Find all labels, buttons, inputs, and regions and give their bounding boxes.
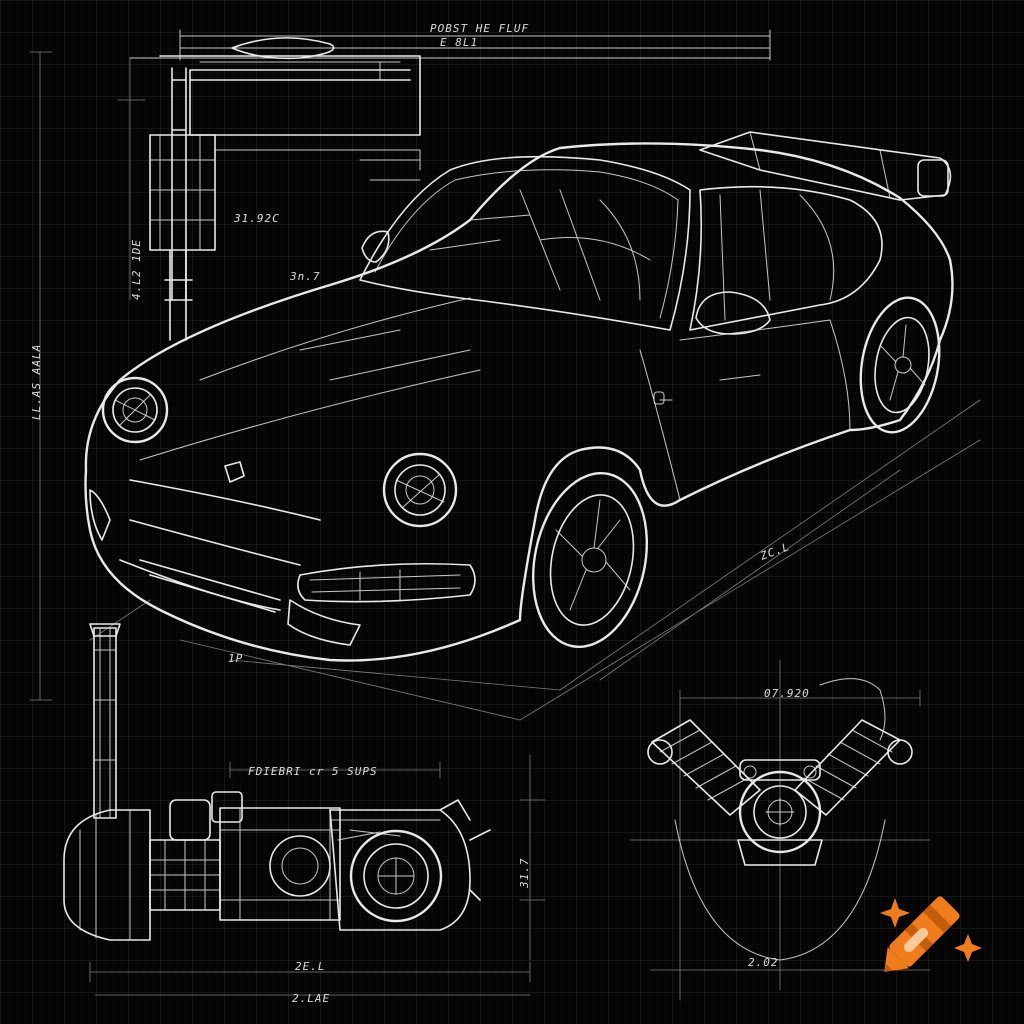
gearbox-title: FDIEBRI cr 5 SUPS — [248, 765, 378, 778]
car-drawing — [84, 131, 981, 721]
top-subtitle: E 8L1 — [440, 36, 478, 49]
v-engine-drawing — [629, 659, 931, 1001]
top-dimension-lines — [29, 29, 771, 701]
car-floor-small-label: 1P — [228, 652, 243, 665]
left-vertical-label: LL.AS AALA — [30, 344, 43, 420]
v-engine-bottom-dimension: 2.02 — [748, 956, 779, 969]
top-title: POBST HE FLUF — [430, 22, 529, 35]
gearbox-side-dimension: 31.7 — [518, 858, 531, 890]
top-left-small-dimension: 3n.7 — [289, 270, 321, 283]
crayon-sparkle-icon — [880, 896, 982, 972]
gearbox-bottom-dimension: 2E.L — [295, 960, 326, 973]
gearbox-drawing — [63, 623, 546, 996]
left-vertical-label-2: 4.L2 1DE — [130, 239, 143, 300]
top-left-mechanism — [149, 37, 421, 341]
v-engine-dimension: 07.920 — [764, 687, 810, 700]
top-left-dimension: 31.92C — [233, 212, 280, 225]
gearbox-bottom-dimension-2: 2.LAE — [292, 992, 330, 1005]
